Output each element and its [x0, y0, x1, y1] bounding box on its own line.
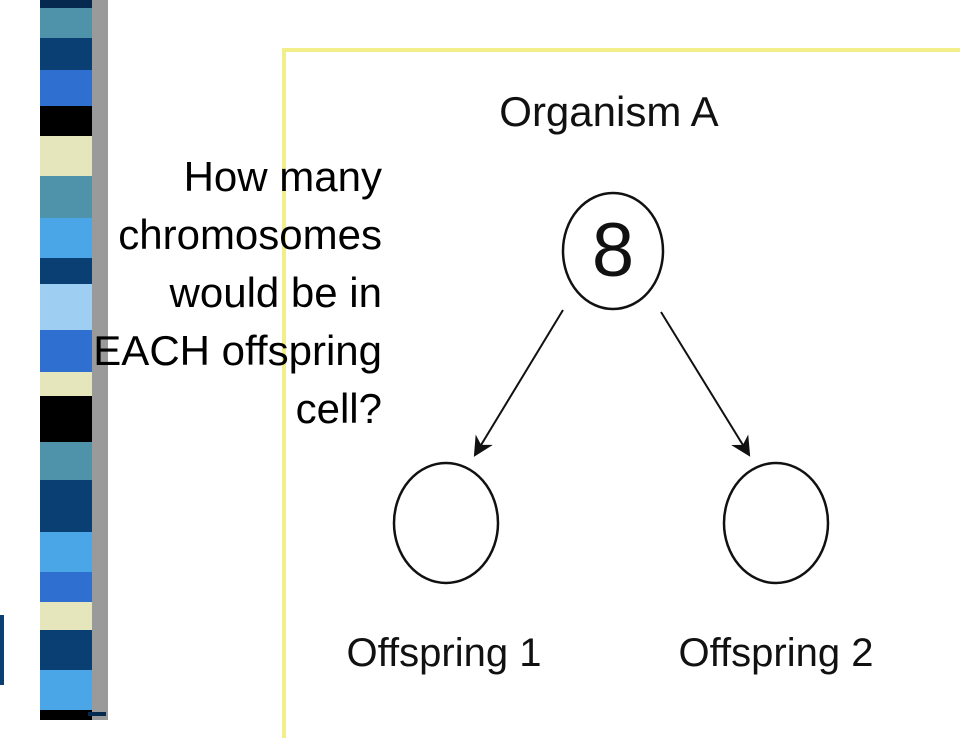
stripe-block [40, 710, 92, 720]
stripe-block [40, 670, 92, 710]
diagram-frame: Organism A 8 Offspring 1 Offspring 2 [282, 48, 960, 738]
stripe-accent [0, 615, 4, 685]
decorative-stripe-bar [0, 0, 108, 720]
stripe-block [40, 8, 92, 38]
stripe-block [40, 0, 92, 8]
stripe-block [40, 176, 92, 218]
question-text: How many chromosomes would be in EACH of… [93, 153, 382, 432]
stripe-block [40, 480, 92, 532]
stripe-block [40, 330, 92, 372]
parent-organism-label: Organism A [499, 88, 718, 135]
stripe-block [40, 38, 92, 70]
parent-chromosome-count: 8 [592, 208, 634, 293]
offspring-2-cell-circle [722, 461, 830, 585]
stripe-block [40, 136, 92, 176]
stripe-block [40, 372, 92, 396]
cell-division-diagram: Organism A 8 Offspring 1 Offspring 2 [347, 88, 874, 675]
stripe-block [40, 70, 92, 106]
offspring-1-label: Offspring 1 [347, 631, 542, 675]
stripe-block [40, 630, 92, 670]
stripe-block [40, 258, 92, 284]
offspring-2-label: Offspring 2 [679, 631, 874, 675]
stripe-block [40, 106, 92, 136]
arrow-to-offspring-2 [660, 311, 751, 457]
stripe-block [40, 442, 92, 480]
stripe-block [40, 602, 92, 630]
stripe-block [40, 572, 92, 602]
stripe-margin [0, 0, 40, 720]
stripe-block [40, 396, 92, 442]
stripe-accent [88, 712, 106, 716]
stripe-block [40, 218, 92, 258]
stripe-block [40, 284, 92, 330]
arrow-to-offspring-1 [473, 309, 564, 457]
parent-cell-circle [561, 191, 665, 311]
stripe-block [40, 532, 92, 572]
offspring-1-cell-circle [392, 461, 500, 585]
